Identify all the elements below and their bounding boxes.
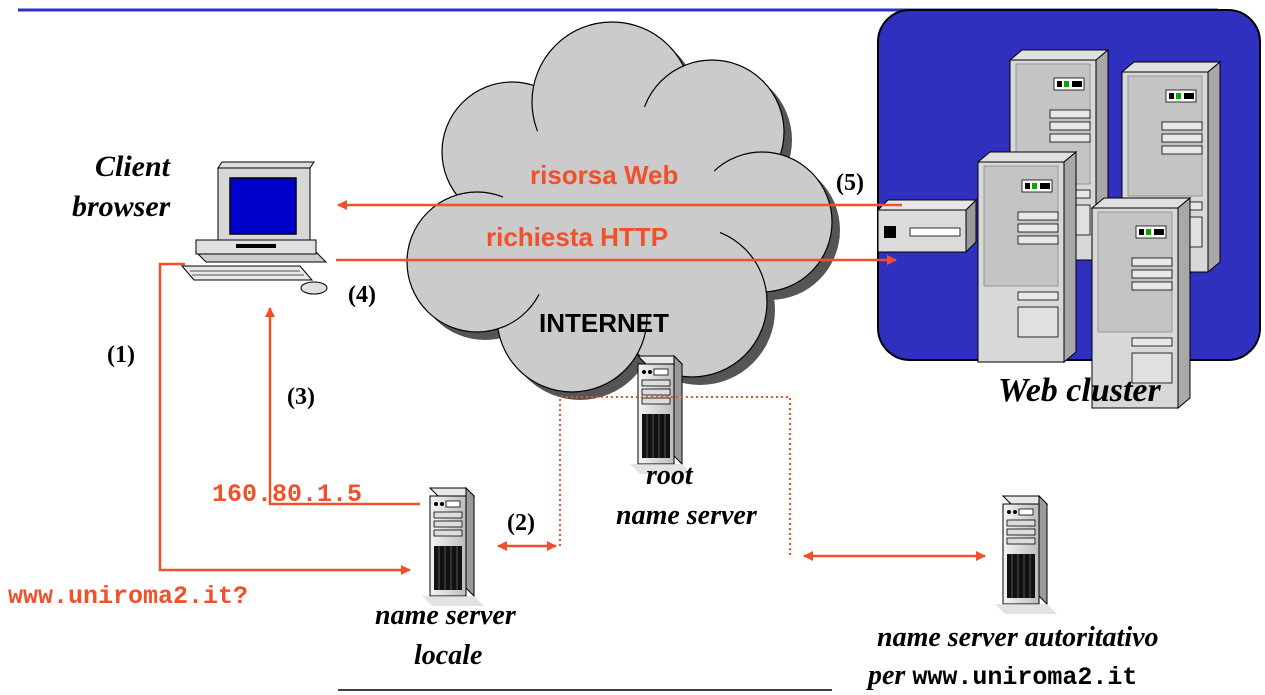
authoritative-name-server-icon <box>994 495 1058 615</box>
risorsa-web-label: risorsa Web <box>530 160 679 190</box>
step1-arrow <box>158 262 411 575</box>
richiesta-http-label: richiesta HTTP <box>486 222 669 252</box>
local-ns-label-2: locale <box>414 640 483 671</box>
step1-label: (1) <box>107 342 135 368</box>
auth-ns-label: name server autoritativo <box>877 622 1159 653</box>
step2-label: (2) <box>507 510 535 536</box>
web-switch-icon <box>876 198 978 254</box>
query-label: www.uniroma2.it? <box>8 582 249 611</box>
local-ns-label-1: name server <box>375 600 516 631</box>
root-name-server-label: name server <box>616 500 757 531</box>
client-computer-icon <box>180 161 328 295</box>
ip-address-label: 160.80.1.5 <box>212 480 363 509</box>
root-label: root <box>646 460 693 491</box>
auth-ns-domain: www.uniroma2.it <box>912 663 1138 692</box>
browser-label: browser <box>72 190 171 223</box>
internet-label: INTERNET <box>539 308 669 338</box>
cluster-server-front-left <box>977 151 1077 363</box>
step3-label: (3) <box>287 384 315 410</box>
step5-label: (5) <box>836 170 864 196</box>
local-name-server-icon <box>421 487 485 607</box>
internet-cloud-core <box>502 102 722 322</box>
step4-label: (4) <box>348 282 376 308</box>
web-cluster-label: Web cluster <box>998 372 1161 409</box>
auth-ns-domain-line: per www.uniroma2.it <box>868 660 1137 692</box>
step3-arrow <box>265 307 420 506</box>
auth-ns-per: per <box>868 660 906 691</box>
client-label: Client <box>95 150 171 183</box>
